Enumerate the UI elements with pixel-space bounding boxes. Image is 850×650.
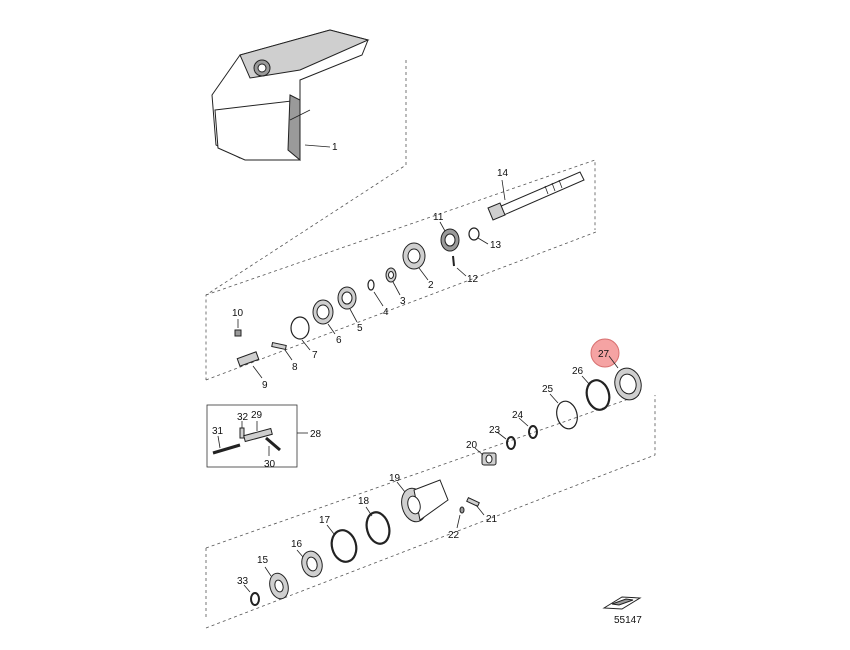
part-label-8: 8 — [292, 362, 298, 373]
part-label-23: 23 — [489, 425, 501, 436]
leader-18 — [365, 506, 373, 517]
bearing-20[interactable] — [481, 452, 497, 466]
leader-27 — [608, 355, 619, 369]
washer-23[interactable] — [506, 436, 516, 450]
pinion-gear[interactable] — [440, 228, 460, 252]
leader-7 — [301, 339, 311, 351]
leader-15 — [264, 566, 272, 577]
leader-25 — [549, 393, 559, 404]
leader-24 — [518, 417, 529, 427]
diagram-id-mark — [602, 596, 642, 610]
pin-12[interactable] — [452, 255, 455, 267]
part-label-22: 22 — [448, 530, 460, 541]
leader-19 — [396, 481, 406, 493]
leader-21 — [475, 504, 485, 516]
leader-16 — [296, 549, 304, 558]
part-label-7: 7 — [312, 350, 318, 361]
part-label-30: 30 — [264, 459, 276, 470]
leader-20 — [474, 447, 484, 456]
leader-13 — [477, 237, 489, 245]
retaining-ring-7[interactable] — [290, 316, 310, 340]
shift-coupler-9[interactable] — [236, 351, 260, 367]
part-label-17: 17 — [319, 515, 331, 526]
leader-11 — [439, 221, 446, 232]
leader-26 — [581, 375, 591, 386]
part-label-21: 21 — [486, 514, 498, 525]
leader-6 — [327, 323, 336, 335]
bearing-carrier-19[interactable] — [398, 479, 449, 525]
o-ring-17[interactable] — [328, 527, 359, 564]
part-label-31: 31 — [212, 426, 224, 437]
bearing-cup-6[interactable] — [312, 299, 334, 325]
bearing-carrier-27[interactable] — [611, 365, 644, 403]
leader-31 — [217, 435, 221, 449]
bolt-21[interactable] — [466, 496, 480, 508]
seal-16[interactable] — [299, 549, 325, 579]
part-label-19: 19 — [389, 473, 401, 484]
leader-22 — [456, 514, 461, 529]
gearcase-housing[interactable] — [211, 29, 370, 162]
washer-24[interactable] — [528, 425, 538, 439]
washer-33[interactable] — [250, 592, 260, 606]
part-label-28: 28 — [310, 429, 322, 440]
part-label-24: 24 — [512, 410, 524, 421]
leader-2 — [418, 267, 429, 281]
part-label-29: 29 — [251, 410, 263, 421]
part-label-33: 33 — [237, 576, 249, 587]
part-label-14: 14 — [497, 168, 509, 179]
leader-12 — [456, 267, 467, 277]
part-label-5: 5 — [357, 323, 363, 334]
part-label-3: 3 — [400, 296, 406, 307]
part-label-32: 32 — [237, 412, 249, 423]
part-label-2: 2 — [428, 280, 434, 291]
part-label-9: 9 — [262, 380, 268, 391]
leader-8 — [284, 349, 293, 361]
diagram-id-label: 55147 — [614, 615, 642, 626]
part-label-1: 1 — [332, 142, 338, 153]
washer-4[interactable] — [367, 279, 375, 291]
pin-8[interactable] — [271, 341, 287, 351]
part-label-13: 13 — [490, 240, 502, 251]
part-label-20: 20 — [466, 440, 478, 451]
part-label-26: 26 — [572, 366, 584, 377]
o-ring-13[interactable] — [468, 227, 480, 241]
leader-9 — [252, 365, 263, 379]
drive-shaft[interactable] — [487, 171, 585, 221]
part-label-18: 18 — [358, 496, 370, 507]
spring-31[interactable] — [212, 443, 241, 455]
screw-22[interactable] — [459, 506, 465, 514]
nut-10[interactable] — [234, 329, 242, 337]
part-label-25: 25 — [542, 384, 554, 395]
bearing-15[interactable] — [267, 571, 291, 601]
part-label-15: 15 — [257, 555, 269, 566]
assembly-guide-lines — [205, 60, 656, 629]
leader-33 — [243, 584, 251, 593]
part-label-12: 12 — [467, 274, 479, 285]
leader-14 — [501, 179, 506, 201]
ring-26[interactable] — [583, 378, 612, 413]
part-label-4: 4 — [383, 307, 389, 318]
leader-17 — [326, 524, 335, 535]
cam-29[interactable] — [243, 427, 273, 443]
leader-5 — [349, 308, 358, 323]
leader-4 — [373, 291, 384, 307]
rod-30[interactable] — [265, 436, 281, 452]
part-label-10: 10 — [232, 308, 244, 319]
o-ring-18[interactable] — [363, 510, 393, 547]
shift-assembly-box — [206, 404, 298, 468]
part-label-16: 16 — [291, 539, 303, 550]
seal-ring-25[interactable] — [554, 399, 581, 431]
leader-23 — [496, 431, 507, 440]
part-label-6: 6 — [336, 335, 342, 346]
part-label-27: 27 — [598, 349, 610, 360]
leader-3 — [392, 281, 401, 296]
needle-bearing-3[interactable] — [385, 267, 397, 283]
leader-1 — [304, 144, 331, 148]
bearing-race-5[interactable] — [337, 286, 357, 310]
part-label-11: 11 — [433, 212, 444, 223]
bearing-cup[interactable] — [402, 242, 426, 270]
